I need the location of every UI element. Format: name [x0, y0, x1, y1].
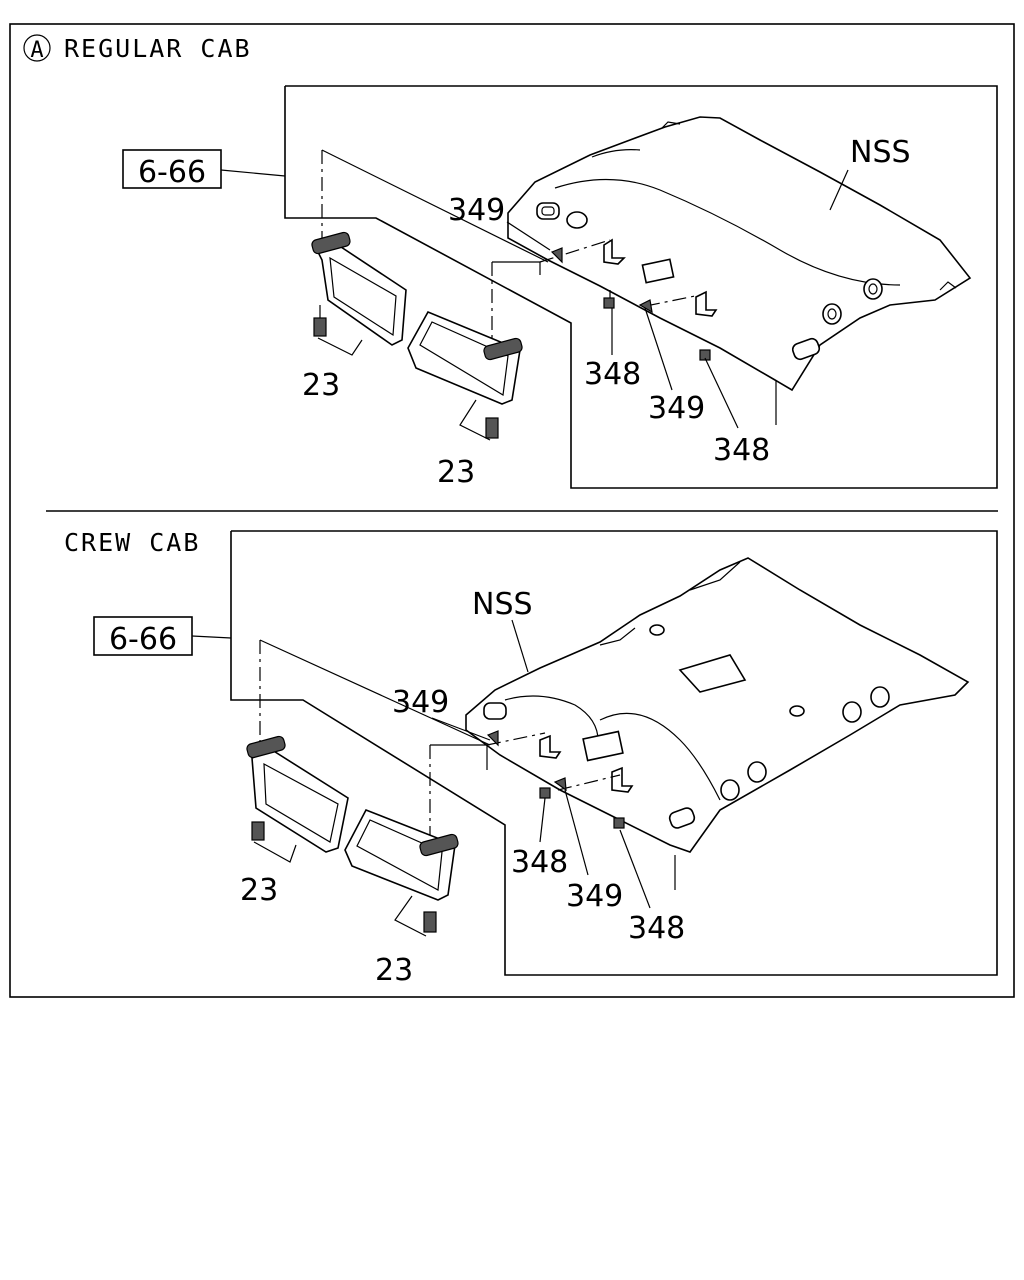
section-letter: A — [30, 38, 43, 63]
label-349: 349 — [566, 879, 623, 914]
group-bracket — [284, 85, 998, 489]
label-349: 349 — [648, 391, 705, 426]
group-bracket — [230, 530, 998, 976]
label-349: 349 — [448, 193, 505, 228]
crew-cab-title: CREW CAB — [64, 528, 200, 557]
label-349: 349 — [392, 685, 449, 720]
crew-cab-section: CREW CAB 6-66 — [64, 528, 998, 988]
assist-grip-right-crew — [344, 808, 459, 933]
headliner-crew — [465, 557, 970, 853]
label-348: 348 — [628, 911, 685, 946]
ref-box-label: 6-66 — [138, 155, 206, 190]
regular-cab-title: REGULAR CAB — [64, 34, 252, 63]
outer-frame — [9, 23, 1015, 998]
headliner-regular — [507, 116, 972, 392]
label-348: 348 — [713, 433, 770, 468]
ref-leader — [220, 169, 286, 177]
assist-grip-right-regular — [407, 310, 523, 439]
assist-grip-left-crew — [246, 735, 349, 853]
label-23: 23 — [375, 953, 413, 988]
label-23: 23 — [240, 873, 278, 908]
label-348: 348 — [584, 357, 641, 392]
label-23: 23 — [437, 455, 475, 490]
regular-cab-section: A REGULAR CAB 6-66 — [23, 34, 998, 490]
ref-leader — [191, 635, 232, 639]
label-23: 23 — [302, 368, 340, 403]
ref-box-label: 6-66 — [109, 622, 177, 657]
section-letter-circle — [23, 34, 51, 62]
label-348: 348 — [511, 845, 568, 880]
label-nss: NSS — [850, 135, 911, 170]
label-nss: NSS — [472, 587, 533, 622]
ref-box-6-66 — [122, 149, 222, 189]
assist-grip-left-regular — [311, 231, 407, 346]
